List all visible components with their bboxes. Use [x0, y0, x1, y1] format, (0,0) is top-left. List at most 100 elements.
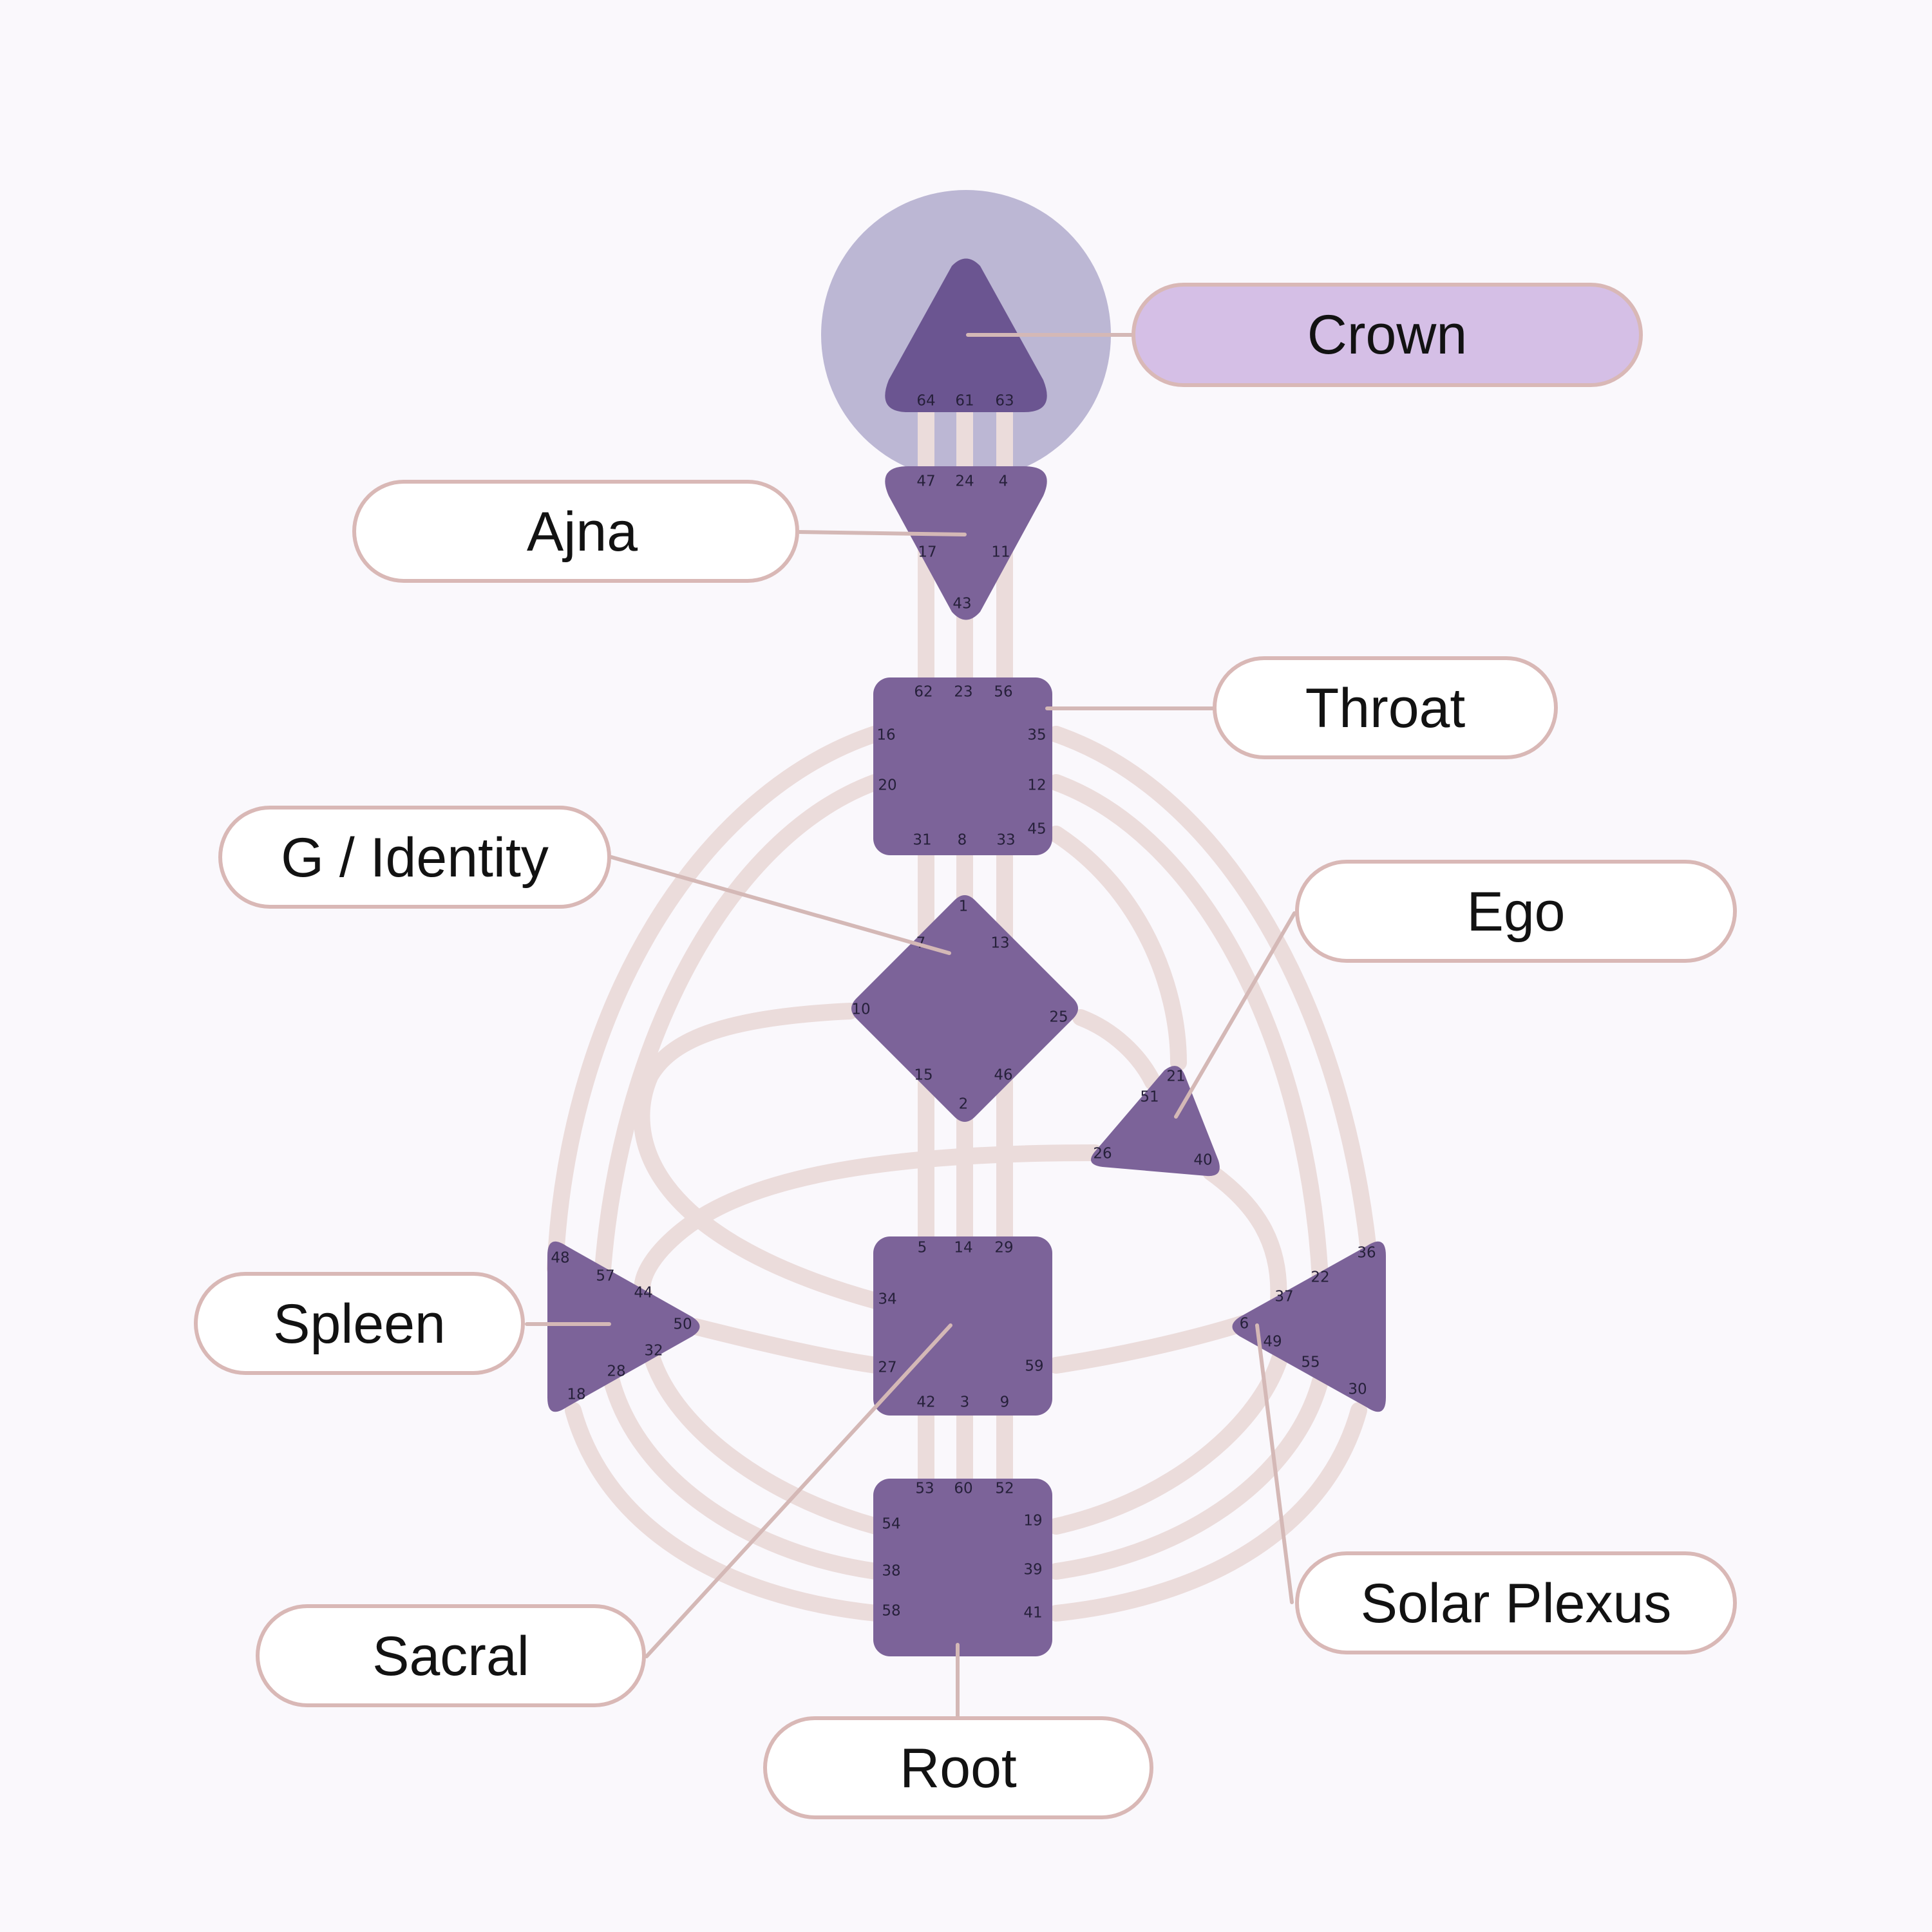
gate-number: 25 [1049, 1009, 1068, 1026]
gate-number: 42 [916, 1394, 935, 1411]
sacral-leader [645, 1323, 952, 1658]
sacral-center[interactable] [873, 1236, 1052, 1416]
gate-number: 15 [914, 1067, 933, 1084]
channel-20-57 [594, 774, 883, 1287]
gate-number: 52 [995, 1481, 1014, 1497]
ajna-leader [795, 530, 967, 536]
label-ego[interactable]: Ego [1295, 860, 1737, 963]
throat-center[interactable] [873, 677, 1052, 855]
label-solar-plexus-text: Solar Plexus [1361, 1573, 1672, 1634]
channel-32-54 [642, 1344, 884, 1535]
gate-number: 35 [1027, 727, 1046, 744]
label-ego-text: Ego [1466, 881, 1565, 943]
gate-number: 49 [1263, 1334, 1282, 1350]
channel-40-37 [1202, 1164, 1287, 1309]
gate-number: 61 [955, 393, 974, 410]
label-root-text: Root [900, 1738, 1017, 1799]
label-ajna-text: Ajna [527, 501, 638, 563]
gate-number: 48 [551, 1250, 569, 1267]
channel-45-21 [1048, 826, 1187, 1071]
gate-number: 18 [567, 1387, 585, 1403]
gate-number: 24 [955, 473, 974, 490]
gate-number: 6 [1240, 1316, 1249, 1332]
channel-25-51 [1072, 1009, 1161, 1090]
channel-49-19 [1048, 1344, 1290, 1535]
label-throat[interactable]: Throat [1213, 656, 1558, 759]
gate-number: 28 [607, 1363, 625, 1380]
gate-number: 23 [954, 684, 972, 701]
label-spleen-pill [194, 1272, 525, 1375]
gate-number: 22 [1311, 1269, 1329, 1286]
gate-number: 44 [634, 1285, 652, 1302]
gate-number: 9 [1000, 1394, 1010, 1411]
label-ego-pill [1295, 860, 1737, 963]
g-center[interactable] [851, 895, 1078, 1122]
gate-number: 50 [673, 1316, 692, 1333]
solar-plexus-leader [1255, 1323, 1294, 1604]
label-g-identity-text: G / Identity [281, 827, 549, 889]
gate-number: 54 [882, 1516, 900, 1533]
gate-number: 37 [1274, 1289, 1293, 1305]
label-root[interactable]: Root [763, 1716, 1153, 1819]
label-ajna-pill [352, 480, 799, 583]
gate-number: 63 [995, 393, 1014, 410]
ego-leader [1174, 911, 1296, 1119]
gate-number: 40 [1193, 1152, 1212, 1169]
channel-18-58 [565, 1402, 884, 1622]
gate-number: 59 [1025, 1358, 1043, 1375]
leader-lines [525, 333, 1296, 1719]
label-ajna[interactable]: Ajna [352, 480, 799, 583]
gate-number: 62 [914, 684, 933, 701]
channel-12-22 [1048, 774, 1329, 1287]
channel-10-34 [633, 1003, 884, 1309]
label-crown-text: Crown [1307, 304, 1468, 366]
channel-35-36 [1048, 726, 1379, 1277]
label-sacral-pill [256, 1604, 646, 1707]
gate-number: 8 [958, 832, 967, 849]
label-crown[interactable]: Crown [1132, 283, 1643, 387]
gate-number: 32 [644, 1343, 663, 1359]
g-leader [607, 855, 951, 955]
gate-number: 51 [1140, 1089, 1159, 1106]
gate-number: 5 [918, 1240, 927, 1256]
gate-number: 29 [994, 1240, 1013, 1256]
channel-26-44 [634, 1144, 1103, 1303]
label-spleen[interactable]: Spleen [194, 1272, 525, 1375]
gate-number: 64 [916, 393, 935, 410]
channels [547, 391, 1379, 1622]
gate-number: 38 [882, 1563, 900, 1580]
ajna-center[interactable] [885, 466, 1047, 620]
channel-30-41 [1048, 1402, 1367, 1622]
solar-plexus-center[interactable] [1232, 1241, 1387, 1412]
gate-number: 57 [596, 1268, 614, 1285]
label-throat-pill [1213, 656, 1558, 759]
gate-number: 21 [1166, 1068, 1185, 1085]
gate-number: 53 [915, 1481, 934, 1497]
root-center[interactable] [873, 1479, 1052, 1656]
label-crown-pill [1132, 283, 1643, 387]
gate-number: 31 [913, 832, 931, 849]
gate-number: 39 [1023, 1562, 1042, 1578]
gate-number: 41 [1023, 1605, 1042, 1622]
gate-number: 11 [991, 544, 1010, 561]
crown-center[interactable] [885, 258, 1047, 413]
label-sacral[interactable]: Sacral [256, 1604, 646, 1707]
label-solar-plexus[interactable]: Solar Plexus [1295, 1551, 1737, 1654]
channel-50-27 [687, 1318, 884, 1374]
gate-number: 45 [1027, 821, 1046, 838]
spleen-center[interactable] [547, 1241, 700, 1412]
channel-55-39 [1048, 1373, 1329, 1580]
label-spleen-text: Spleen [273, 1293, 446, 1355]
gate-number: 36 [1357, 1245, 1376, 1262]
gate-number: 55 [1301, 1354, 1320, 1371]
gate-number: 20 [878, 777, 896, 794]
label-g-identity-pill [218, 806, 611, 909]
gate-number: 33 [996, 832, 1015, 849]
channel-28-38 [603, 1373, 884, 1580]
center-labels: Crown Ajna Throat G / Identity Ego Splee… [194, 283, 1737, 1819]
channel-16-48 [547, 726, 883, 1277]
gate-number: 60 [954, 1481, 972, 1497]
gate-number: 16 [876, 727, 895, 744]
label-g-identity[interactable]: G / Identity [218, 806, 611, 909]
